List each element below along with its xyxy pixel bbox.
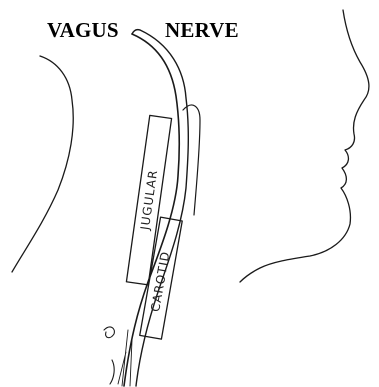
face-profile-outline	[240, 10, 369, 282]
vagus-nerve-top-cap	[132, 30, 140, 34]
nerve-branch-scribble	[104, 327, 114, 384]
back-of-neck-outline	[12, 56, 73, 272]
side-vessel-outline	[183, 105, 200, 215]
